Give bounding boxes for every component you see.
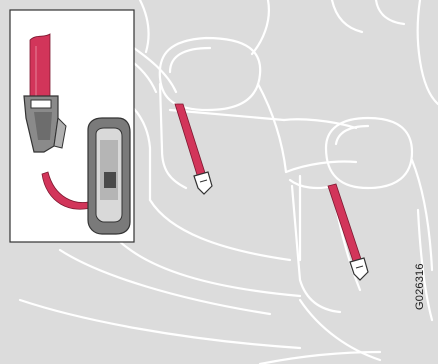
inset-buckle-receiver xyxy=(87,117,131,235)
right-headrest-strap xyxy=(327,183,369,281)
inset-buckle-tongue xyxy=(23,95,67,153)
rear-seat-outline xyxy=(18,0,438,364)
figure-code: G026316 xyxy=(414,263,426,310)
left-headrest-strap xyxy=(174,103,213,195)
left-strap-clip xyxy=(193,171,213,195)
detail-inset xyxy=(9,9,135,243)
right-strap-clip xyxy=(349,257,369,281)
inset-strap xyxy=(29,33,51,101)
